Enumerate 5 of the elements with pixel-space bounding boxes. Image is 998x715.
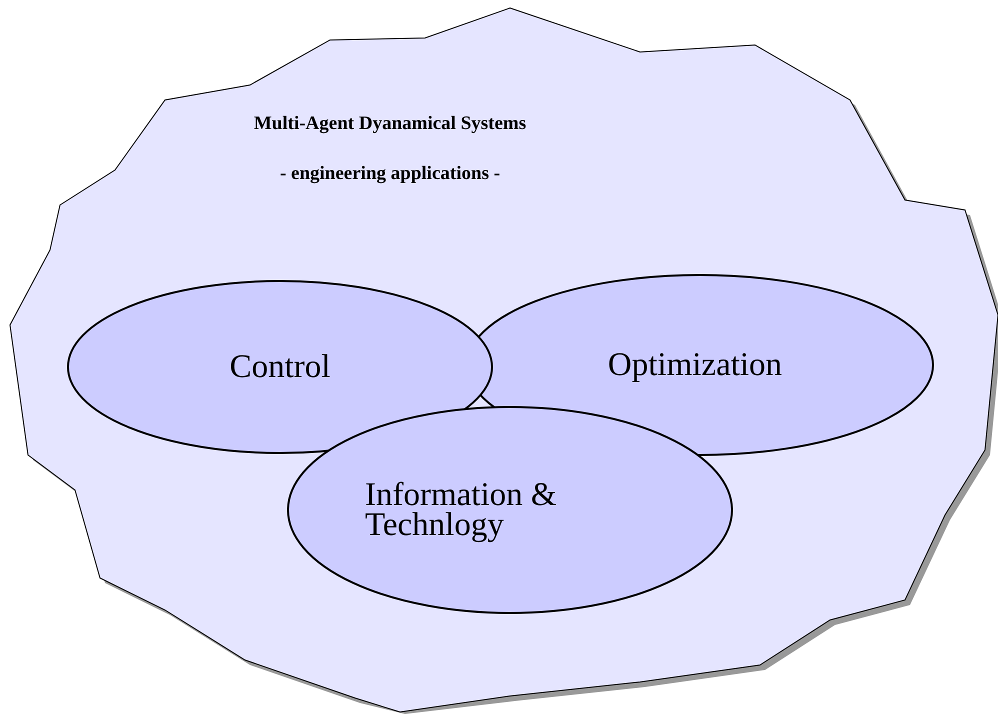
- ellipse-label: Control: [230, 352, 330, 382]
- ellipse-label: Optimization: [608, 350, 782, 380]
- subtitle-text: - engineering applications -: [280, 162, 500, 186]
- ellipse-label: Information & Technlogy: [365, 480, 558, 540]
- title-text: Multi-Agent Dyanamical Systems: [254, 112, 526, 136]
